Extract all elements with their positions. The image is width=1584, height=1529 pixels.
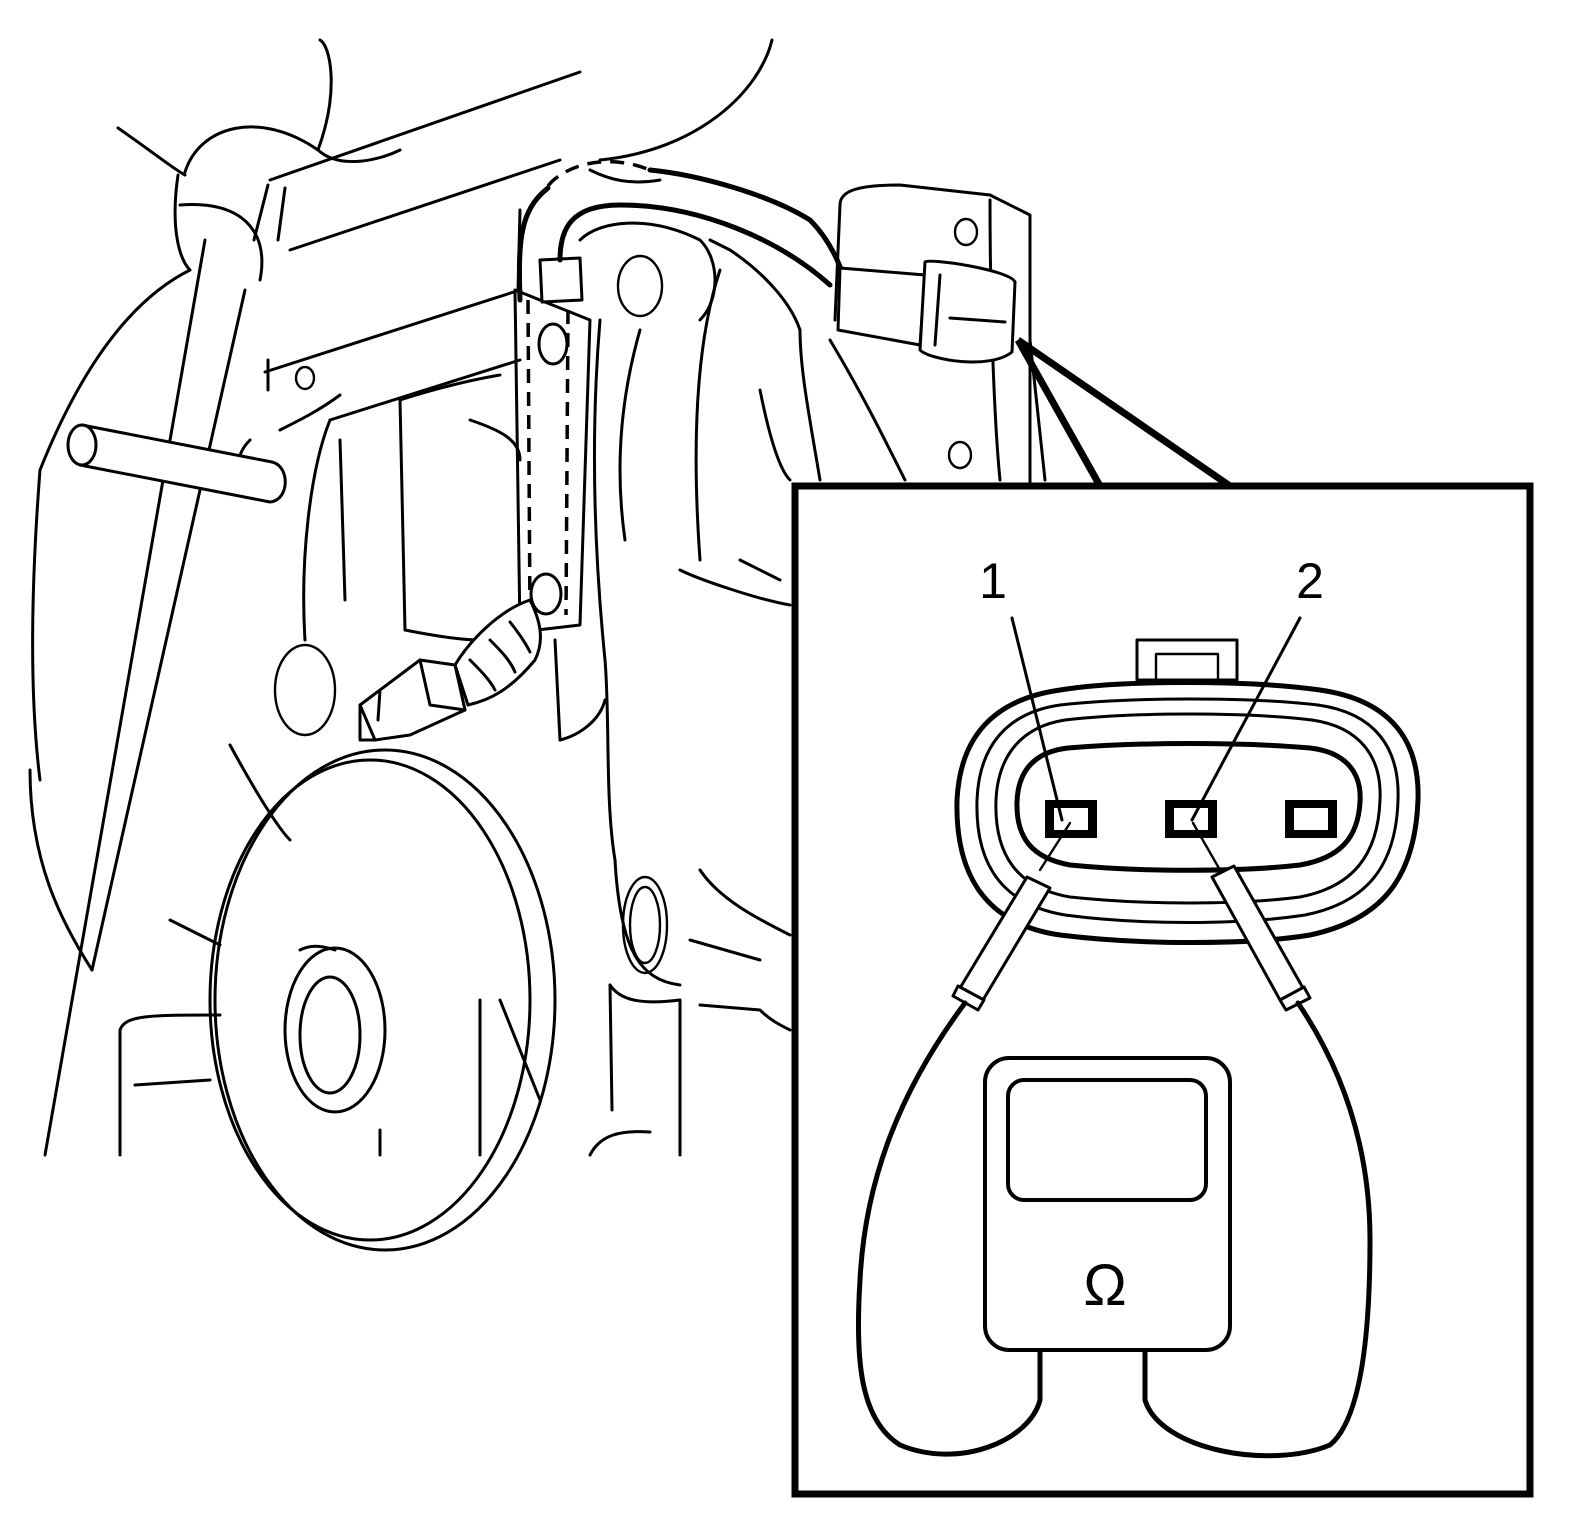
callout-label-2: 2 — [1296, 553, 1324, 609]
ohmmeter-icon: Ω — [1083, 1253, 1126, 1318]
inset-pointer — [1014, 337, 1232, 489]
leader-line-2 — [1190, 616, 1302, 822]
connector-face — [954, 638, 1421, 945]
engine-illustration — [28, 38, 1047, 1252]
test-probes — [951, 821, 1312, 1012]
ohmmeter-display — [1006, 1078, 1208, 1202]
callout-labels: 1 2 — [979, 553, 1324, 822]
test-leads — [855, 1000, 1373, 1459]
callout-label-1: 1 — [979, 553, 1007, 609]
leader-line-1 — [1010, 616, 1064, 822]
ohmmeter: Ω — [983, 1056, 1232, 1352]
